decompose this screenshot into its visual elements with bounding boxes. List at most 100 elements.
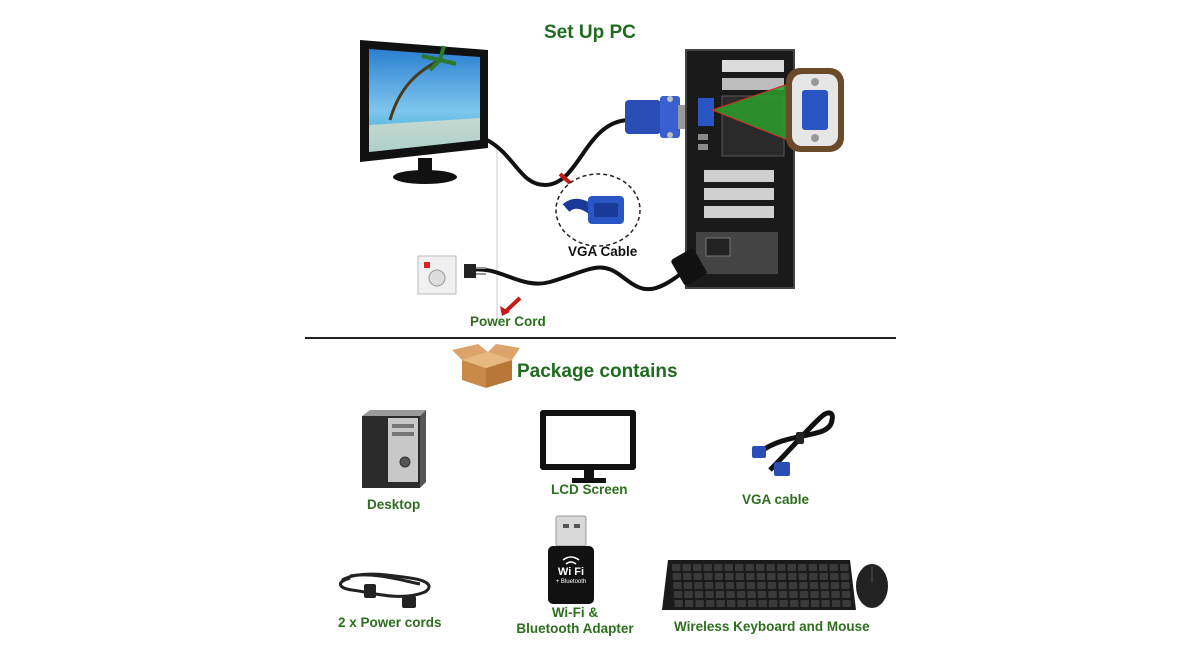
keyboard-key [768,591,777,598]
keyboard-key [695,600,704,607]
keyboard-key [768,600,778,607]
keyboard-key [693,564,702,571]
keyboard-key [726,600,736,607]
keyboard-key [683,573,692,580]
vga-cable-line [486,118,631,188]
keyboard-key [798,564,807,571]
keyboard-key [829,564,838,571]
keyboard-key [820,591,830,598]
keyboard-key [736,582,745,589]
keyboard-key [821,600,830,607]
package-title: Package contains [517,361,678,382]
keyboard-key [788,582,798,589]
keyboard-key [672,564,681,571]
keyboard-key [778,591,788,598]
keyboard-key [737,600,746,607]
keyboard-key [724,564,733,571]
keyboard-key [798,573,808,580]
keyboard-key [830,582,840,589]
vga-cable-label: VGA Cable [568,244,638,259]
keyboard-key [735,573,745,580]
keyboard-key [767,573,776,580]
keyboard-key [684,600,694,607]
keyboard-key [684,591,693,598]
keyboard-key [758,600,767,607]
monitor-icon [360,40,488,184]
lcd-screen-icon [540,410,636,483]
wifi-bluetooth-adapter-icon [548,515,594,604]
keyboard-key [694,591,704,598]
keyboard-key [841,591,851,598]
item-vga-cable-label: VGA cable [742,492,810,507]
keyboard-key [810,591,819,598]
keyboard-key [841,582,850,589]
keyboard-key [840,564,849,571]
keyboard-key [788,573,797,580]
keyboard-key [777,564,786,571]
keyboard-key [747,591,756,598]
keyboard-key [714,573,724,580]
keyboard-key [745,564,754,571]
adapter-bluetooth-text: + Bluetooth [555,579,587,585]
keyboard-key [715,582,724,589]
item-wifi-adapter-label-line1: Wi-Fi & [551,605,599,620]
keyboard-key [819,564,828,571]
keyboard-key [778,582,787,589]
keyboard-key [705,600,715,607]
keyboard-key [673,591,683,598]
keyboard-key [767,582,777,589]
keyboard-key [757,591,767,598]
keyboard-key [746,573,755,580]
keyboard-mouse-icon [662,560,888,610]
keyboard-key [725,582,735,589]
keyboard-key [779,600,788,607]
adapter-text: Wi Fi + Bluetooth [548,566,594,586]
keyboard-key [809,573,818,580]
package-box-icon [452,344,520,388]
keyboard-key [673,582,682,589]
keyboard-key [705,591,714,598]
keyboard-key [735,564,744,571]
keyboard-key [808,564,817,571]
keyboard-key [716,600,725,607]
vga-connector-icon [625,96,686,138]
vga-port-closeup-icon [786,68,844,152]
keyboard-key [714,564,723,571]
keyboard-key [736,591,746,598]
keyboard-key [820,582,829,589]
item-wifi-adapter-label-line2: Bluetooth Adapter [516,621,634,636]
keyboard-key [809,582,819,589]
pc-tower-icon [685,49,795,289]
keyboard-key [799,591,809,598]
keyboard-key [704,582,714,589]
keyboard-key [831,600,841,607]
vga-cable-icon [752,410,835,476]
item-wifi-adapter-label: Wi-Fi & Bluetooth Adapter [516,605,634,637]
desktop-tower-icon [362,410,426,488]
power-cord-line [469,265,690,292]
keyboard-key [694,582,703,589]
keyboard-key [683,582,693,589]
keyboard-key [747,600,757,607]
keyboard-key [703,564,712,571]
item-lcd-screen-label: LCD Screen [551,482,628,497]
keyboard-key [746,582,756,589]
keyboard-key [704,573,713,580]
keyboard-key [766,564,775,571]
keyboard-key [810,600,820,607]
wall-socket-icon [417,255,457,295]
keyboard-key [672,573,682,580]
keyboard-key [831,591,840,598]
adapter-wifi-text: Wi Fi [557,566,585,578]
keyboard-key [819,573,829,580]
item-keyboard-mouse-label: Wireless Keyboard and Mouse [674,619,870,634]
keyboard-key [715,591,725,598]
keyboard-key [726,591,735,598]
setup-title: Set Up PC [544,22,636,43]
keyboard-key [693,573,703,580]
keyboard-key [842,600,851,607]
item-desktop-label: Desktop [367,497,421,512]
vga-cable-closeup [555,173,641,247]
keyboard-key [777,573,787,580]
